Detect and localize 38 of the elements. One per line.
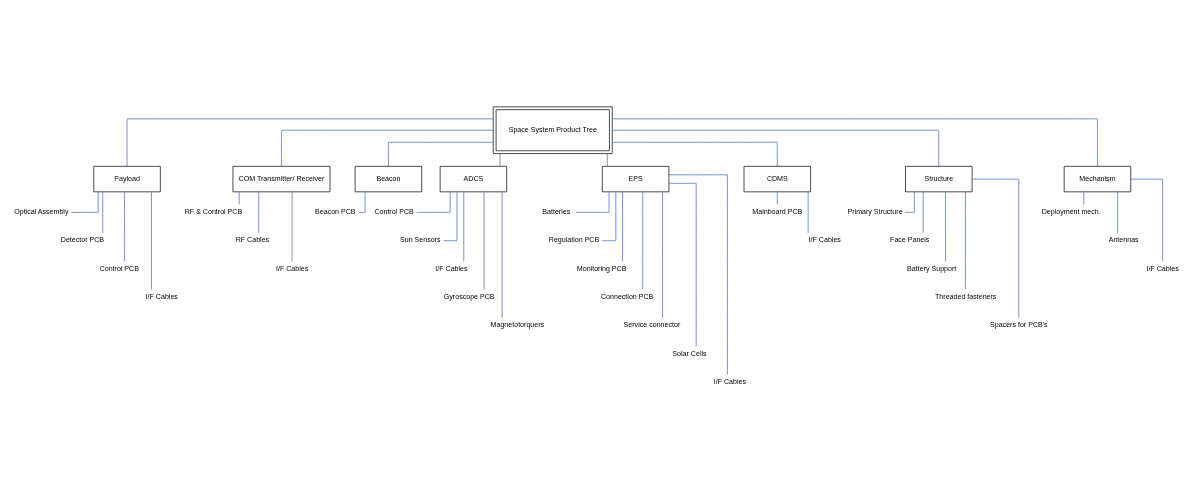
connector <box>668 182 697 347</box>
connector <box>601 191 617 242</box>
connector <box>622 191 623 262</box>
connector <box>443 191 458 242</box>
connector <box>291 191 293 262</box>
connector <box>612 129 940 167</box>
connector <box>102 191 104 234</box>
connector <box>807 191 809 234</box>
connector <box>945 191 946 262</box>
connector <box>499 153 501 167</box>
connector <box>124 191 125 262</box>
connector <box>151 191 152 290</box>
connector <box>463 191 465 262</box>
connector <box>501 191 503 319</box>
connector <box>1117 191 1119 234</box>
connector <box>483 191 485 290</box>
connector <box>611 118 1098 167</box>
connector <box>904 191 915 213</box>
connector <box>388 141 494 167</box>
connector <box>611 141 778 167</box>
connector <box>358 191 366 213</box>
connector <box>126 118 494 167</box>
connector <box>238 191 240 205</box>
connector <box>1130 178 1164 262</box>
connector <box>416 191 451 213</box>
connector <box>606 153 608 167</box>
connector <box>922 191 924 234</box>
connector <box>776 191 778 205</box>
connector <box>71 191 99 213</box>
connector <box>662 191 663 319</box>
connector <box>642 191 644 290</box>
connector <box>965 191 966 290</box>
connector <box>971 178 1020 319</box>
connector <box>575 191 610 213</box>
connector <box>1083 191 1085 205</box>
connector <box>258 191 260 234</box>
connector <box>668 174 728 375</box>
connector <box>281 129 494 167</box>
